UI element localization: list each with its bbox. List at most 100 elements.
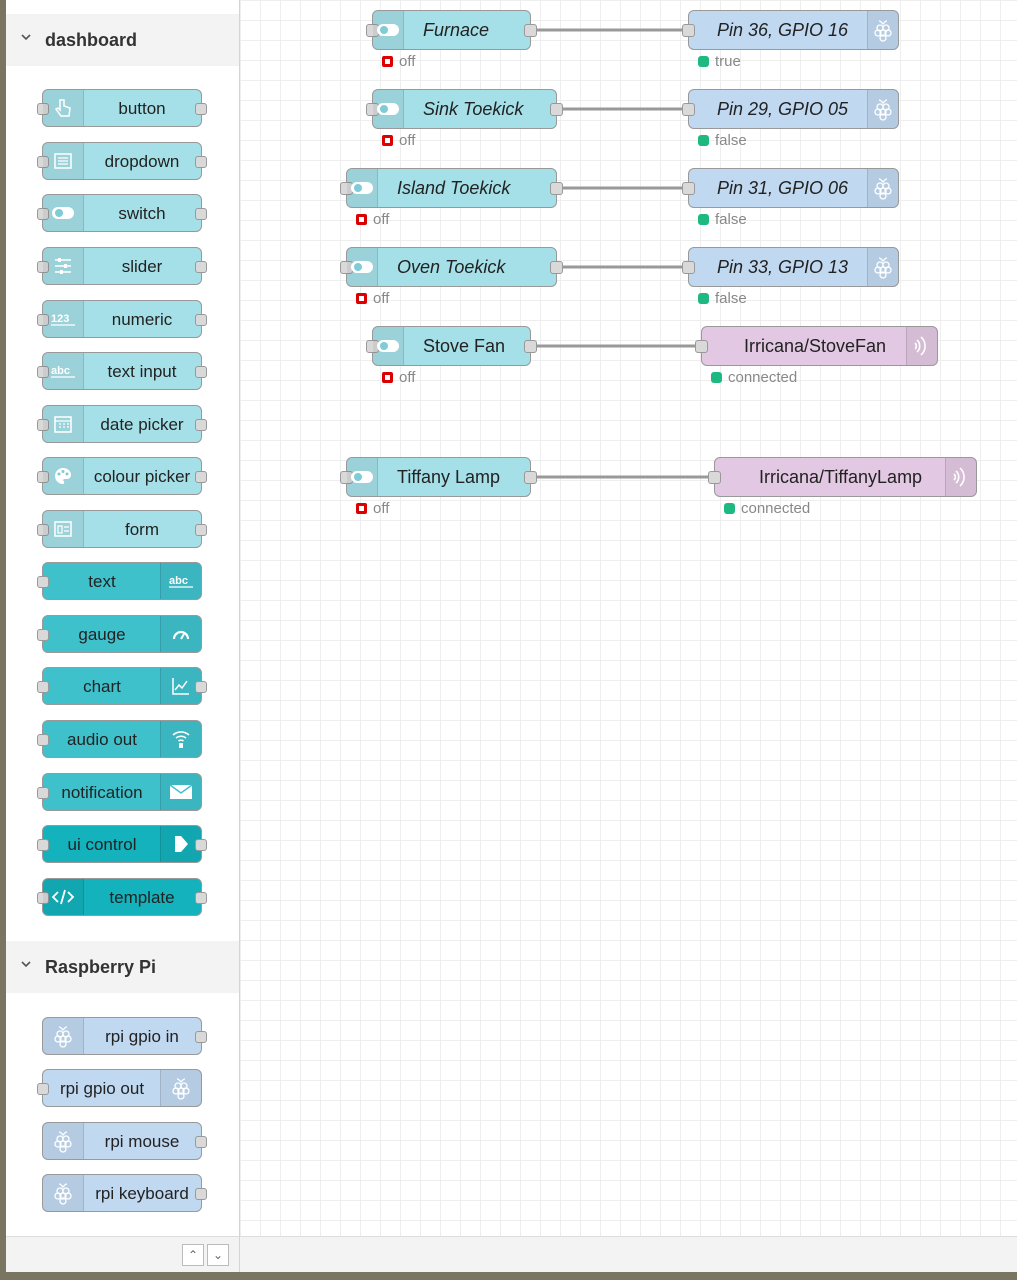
input-port[interactable]	[682, 24, 695, 37]
palette-node-form[interactable]: form	[37, 510, 207, 548]
flow-node-switch-tiffany-lamp[interactable]: Tiffany Lamp	[340, 457, 537, 497]
expand-all-icon[interactable]: ⌄	[207, 1244, 229, 1266]
output-port[interactable]	[195, 261, 207, 273]
palette-node-rpi-mouse[interactable]: rpi mouse	[42, 1122, 207, 1160]
palette-node-slider[interactable]: slider	[37, 247, 207, 285]
flow-workspace[interactable]: Furnace off Sink Toekick off Island Toek…	[240, 0, 1017, 1236]
palette-node-rpi-gpio-in[interactable]: rpi gpio in	[42, 1017, 207, 1055]
flow-node-switch-oven-toekick[interactable]: Oven Toekick	[340, 247, 563, 287]
chevron-down-icon	[21, 961, 31, 968]
input-port[interactable]	[37, 103, 49, 115]
node-label: chart	[83, 677, 121, 696]
palette-node-text[interactable]: text abc	[37, 562, 202, 600]
input-port[interactable]	[37, 156, 49, 168]
input-port[interactable]	[37, 261, 49, 273]
output-port[interactable]	[195, 524, 207, 536]
output-port[interactable]	[195, 208, 207, 220]
input-port[interactable]	[37, 208, 49, 220]
flow-node-gpio-out-pin-33[interactable]: Pin 33, GPIO 13	[682, 247, 899, 287]
output-port[interactable]	[195, 1136, 207, 1148]
node-label: slider	[121, 257, 163, 276]
output-port[interactable]	[195, 156, 207, 168]
input-port[interactable]	[37, 787, 49, 799]
input-port[interactable]	[37, 629, 49, 641]
output-port[interactable]	[195, 1188, 207, 1200]
flow-node-mqtt-out-stovefan[interactable]: Irricana/StoveFan	[695, 326, 938, 366]
node-label: Oven Toekick	[397, 257, 506, 277]
output-port[interactable]	[195, 1031, 207, 1043]
output-port[interactable]	[195, 892, 207, 904]
palette-node-dropdown[interactable]: dropdown	[37, 142, 207, 180]
palette-node-ui-control[interactable]: ui control	[37, 825, 207, 863]
flow-node-switch-stove-fan[interactable]: Stove Fan	[366, 326, 537, 366]
flow-node-gpio-out-pin-36[interactable]: Pin 36, GPIO 16	[682, 10, 899, 50]
input-port[interactable]	[682, 261, 695, 274]
output-port[interactable]	[195, 314, 207, 326]
input-port[interactable]	[37, 1083, 49, 1095]
collapse-all-icon[interactable]: ⌃	[182, 1244, 204, 1266]
input-port[interactable]	[695, 340, 708, 353]
status-dot	[698, 214, 709, 225]
palette-node-template[interactable]: template	[37, 878, 207, 916]
toggle-icon	[347, 458, 378, 496]
status-dot	[698, 135, 709, 146]
output-port[interactable]	[195, 419, 207, 431]
input-port[interactable]	[37, 734, 49, 746]
palette-node-gauge[interactable]: gauge	[37, 615, 202, 653]
input-port[interactable]	[37, 576, 49, 588]
output-port[interactable]	[195, 839, 207, 851]
input-port[interactable]	[37, 366, 49, 378]
output-port[interactable]	[524, 471, 537, 484]
palette-node-rpi-keyboard[interactable]: rpi keyboard	[42, 1174, 207, 1212]
input-port[interactable]	[708, 471, 721, 484]
output-port[interactable]	[550, 261, 563, 274]
output-port[interactable]	[550, 182, 563, 195]
flow-node-gpio-out-pin-31[interactable]: Pin 31, GPIO 06	[682, 168, 899, 208]
input-port[interactable]	[37, 419, 49, 431]
status-text: false	[715, 132, 747, 149]
flow-node-mqtt-out-tiffanylamp[interactable]: Irricana/TiffanyLamp	[708, 457, 977, 497]
palette-node-audio-out[interactable]: audio out	[37, 720, 202, 758]
output-port[interactable]	[524, 24, 537, 37]
output-port[interactable]	[195, 103, 207, 115]
category-header-dashboard[interactable]: dashboard	[6, 14, 239, 66]
input-port[interactable]	[682, 103, 695, 116]
audio-out-icon	[160, 721, 201, 757]
category-header-raspberry-pi[interactable]: Raspberry Pi	[6, 941, 239, 993]
flow-node-switch-island-toekick[interactable]: Island Toekick	[340, 168, 563, 208]
output-port[interactable]	[195, 681, 207, 693]
input-port[interactable]	[682, 182, 695, 195]
node-status: false	[698, 290, 747, 308]
raspberry-icon	[867, 169, 898, 207]
input-port[interactable]	[37, 471, 49, 483]
palette-node-rpi-gpio-out[interactable]: rpi gpio out	[37, 1069, 202, 1107]
palette-node-button[interactable]: button	[37, 89, 207, 127]
output-port[interactable]	[524, 340, 537, 353]
output-port[interactable]	[550, 103, 563, 116]
status-text: connected	[728, 369, 798, 386]
palette-node-colour-picker[interactable]: colour picker	[37, 457, 207, 495]
palette-node-numeric[interactable]: 123 numeric	[37, 300, 207, 338]
palette-node-date-picker[interactable]: date picker	[37, 405, 207, 443]
flow-node-switch-furnace[interactable]: Furnace	[366, 10, 537, 50]
node-label: rpi mouse	[104, 1132, 180, 1151]
palette-node-switch[interactable]: switch	[37, 194, 207, 232]
palette-node-chart[interactable]: chart	[37, 667, 207, 705]
input-port[interactable]	[37, 892, 49, 904]
output-port[interactable]	[195, 471, 207, 483]
input-port[interactable]	[37, 681, 49, 693]
input-port[interactable]	[37, 314, 49, 326]
node-label: text input	[107, 362, 177, 381]
palette-node-notification[interactable]: notification	[37, 773, 202, 811]
input-port[interactable]	[37, 524, 49, 536]
flow-node-gpio-out-pin-29[interactable]: Pin 29, GPIO 05	[682, 89, 899, 129]
node-label: template	[109, 888, 175, 907]
node-label: Stove Fan	[423, 336, 506, 356]
node-label: Irricana/StoveFan	[744, 336, 887, 356]
flow-node-switch-sink-toekick[interactable]: Sink Toekick	[366, 89, 563, 129]
input-port[interactable]	[37, 839, 49, 851]
gauge-icon	[160, 616, 201, 652]
palette-node-text-input[interactable]: abc text input	[37, 352, 207, 390]
status-ring	[356, 293, 367, 304]
output-port[interactable]	[195, 366, 207, 378]
